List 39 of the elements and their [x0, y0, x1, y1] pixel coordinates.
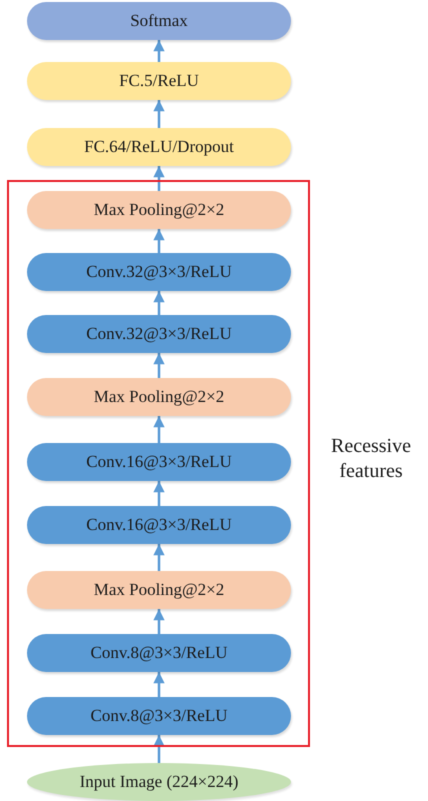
arrow [153, 609, 165, 634]
layer-box [27, 62, 291, 100]
layer-box [27, 697, 291, 735]
layer-label: Conv.32@3×3/ReLU [86, 262, 232, 282]
layer-label: Conv.8@3×3/ReLU [90, 706, 228, 726]
arrow [153, 166, 165, 191]
group-frame [7, 180, 310, 747]
layer-label: Max Pooling@2×2 [94, 200, 224, 220]
layer-label: Max Pooling@2×2 [94, 580, 224, 600]
layer-box [27, 128, 291, 166]
layer-label: Conv.16@3×3/ReLU [86, 515, 232, 535]
layer-box [27, 443, 291, 481]
layer-box [27, 634, 291, 672]
arrow [153, 481, 165, 506]
layer-label: Input Image (224×224) [80, 772, 238, 792]
arrow [153, 100, 165, 128]
arrow [153, 291, 165, 315]
layer-box [27, 191, 291, 229]
layer-box [27, 571, 291, 609]
arrow [153, 416, 165, 443]
layer-label: FC.64/ReLU/Dropout [84, 137, 234, 157]
layer-label: Max Pooling@2×2 [94, 387, 224, 407]
layer-label: Conv.8@3×3/ReLU [90, 643, 228, 663]
arrow [153, 735, 165, 763]
arrow [153, 353, 165, 378]
layer-box [27, 506, 291, 544]
group-caption: Recessive features [330, 434, 412, 484]
arrow [153, 229, 165, 253]
layer-label: FC.5/ReLU [119, 71, 199, 91]
layer-label: Conv.32@3×3/ReLU [86, 324, 232, 344]
layer-label: Softmax [130, 11, 188, 31]
layer-label: Conv.16@3×3/ReLU [86, 452, 232, 472]
layer-box [27, 2, 291, 40]
layer-box [27, 315, 291, 353]
arrow [153, 544, 165, 571]
arrow [153, 40, 165, 62]
layer-box [27, 253, 291, 291]
arrow [153, 672, 165, 697]
layer-box [27, 378, 291, 416]
